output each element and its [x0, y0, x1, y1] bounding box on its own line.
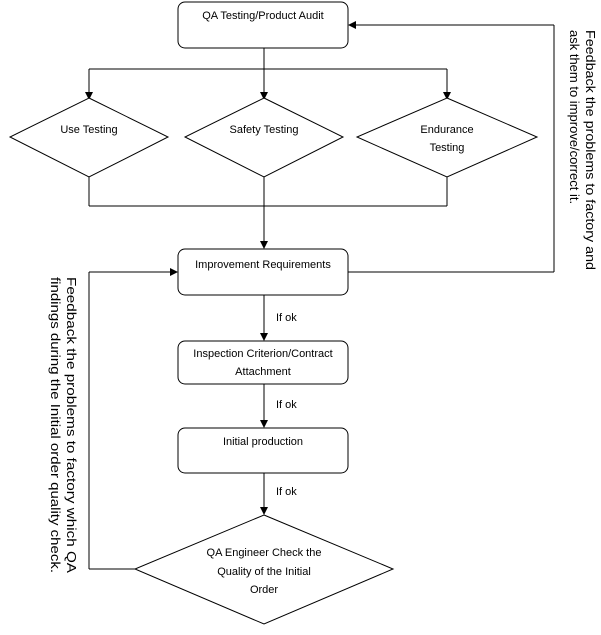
side-note-left: Feedback the problems to factory which Q…	[48, 277, 79, 573]
node-use-testing-label: Use Testing	[60, 124, 117, 136]
node-qa-engineer-label-line1: QA Engineer Check the	[207, 547, 322, 559]
arrowhead-safety-testing	[260, 92, 268, 100]
arrowhead-qa-engineer	[260, 507, 268, 515]
node-inspection-label-line2: Attachment	[235, 366, 291, 378]
node-improvement-requirements: Improvement Requirements	[177, 248, 349, 296]
node-inspection-criterion: Inspection Criterion/Contract Attachment	[177, 340, 349, 385]
edge-label-if-ok-3: If ok	[276, 486, 297, 498]
arrowhead-endurance-testing	[443, 92, 451, 100]
arrowhead-inspection	[260, 333, 268, 341]
node-endurance-testing-label-line1: Endurance	[420, 124, 473, 136]
arrowhead-use-testing	[85, 92, 93, 100]
side-note-left-line2: findings during the Initial order qualit…	[48, 277, 63, 573]
node-qa-testing-label: QA Testing/Product Audit	[202, 10, 323, 22]
side-note-right: Feedback the problems to factory and ask…	[567, 30, 598, 270]
node-qa-engineer-label-line2: Quality of the Initial	[217, 566, 311, 578]
node-initial-production: Initial production	[177, 427, 349, 474]
node-safety-testing: Safety Testing	[183, 97, 345, 178]
node-endurance-testing: Endurance Testing	[355, 97, 539, 178]
arrowhead-production	[260, 420, 268, 428]
node-qa-testing: QA Testing/Product Audit	[177, 1, 349, 49]
arrowhead-feedback-left	[170, 268, 178, 276]
side-note-left-line1: Feedback the problems to factory which Q…	[64, 277, 79, 573]
node-inspection-label-line1: Inspection Criterion/Contract	[193, 348, 332, 360]
arrowhead-feedback-right	[348, 21, 356, 29]
node-safety-testing-label: Safety Testing	[230, 124, 299, 136]
node-qa-engineer-label-line3: Order	[250, 584, 278, 596]
side-note-right-line1: Feedback the problems to factory and	[583, 30, 598, 270]
edge-label-if-ok-1: If ok	[276, 312, 297, 324]
node-endurance-testing-label-line2: Testing	[430, 142, 465, 154]
arrowhead-improvement	[260, 241, 268, 249]
node-use-testing: Use Testing	[8, 97, 170, 178]
side-note-right-line2: ask them to improve/correct it.	[567, 30, 582, 204]
node-qa-engineer-check: QA Engineer Check the Quality of the Ini…	[133, 514, 395, 625]
edge-label-if-ok-2: If ok	[276, 399, 297, 411]
node-improvement-label: Improvement Requirements	[195, 259, 331, 271]
node-initial-production-label: Initial production	[223, 436, 303, 448]
